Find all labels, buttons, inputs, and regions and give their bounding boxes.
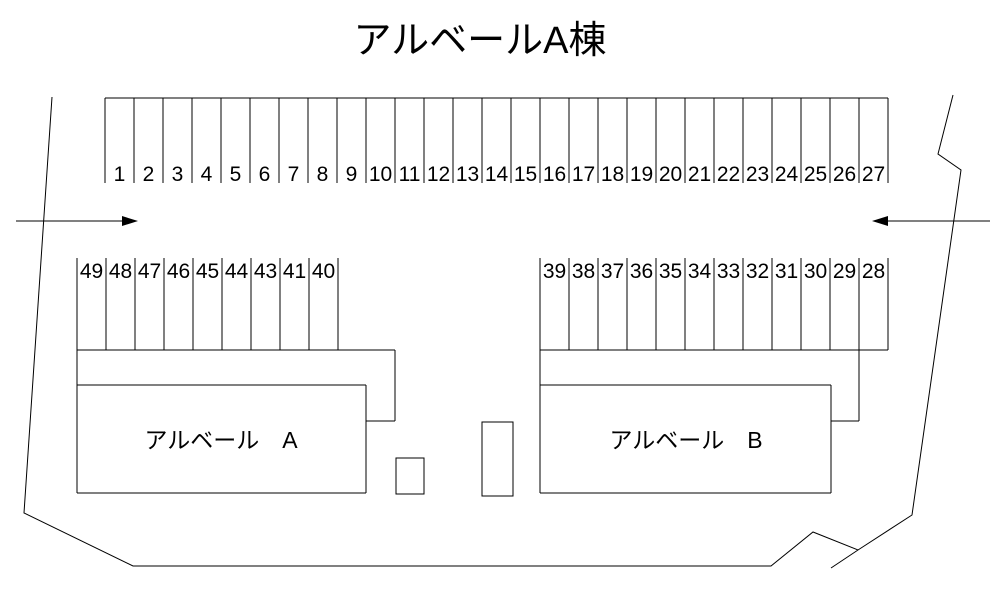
parking-stall-number: 21 — [688, 163, 711, 186]
parking-stall-number: 39 — [543, 260, 566, 283]
parking-stall-number: 5 — [230, 163, 242, 186]
parking-stall-number: 24 — [775, 163, 799, 186]
parking-stall-number: 46 — [167, 260, 190, 283]
building-a-outline: アルベール A — [76, 349, 396, 494]
left-pointing-arrow-icon — [872, 216, 888, 226]
parking-stall-number: 1 — [114, 163, 126, 186]
site-boundary-tail — [830, 549, 859, 569]
parking-stall-number: 4 — [201, 163, 213, 186]
parking-stall-number: 8 — [317, 163, 329, 186]
building-a-label: アルベール A — [144, 427, 298, 453]
parking-stall-number: 17 — [572, 163, 595, 186]
parking-stall-number: 49 — [80, 260, 103, 283]
right-entry-arrow — [872, 216, 990, 226]
parking-stall-number: 12 — [427, 163, 450, 186]
small-structure-rect — [481, 421, 514, 497]
parking-stall-number: 34 — [688, 260, 712, 283]
parking-stall-number: 40 — [312, 260, 335, 283]
parking-stall-number: 28 — [862, 260, 885, 283]
parking-stall-number: 25 — [804, 163, 827, 186]
parking-stall-number: 9 — [346, 163, 358, 186]
site-boundary — [23, 94, 962, 567]
right-pointing-arrow-icon — [122, 216, 138, 226]
parking-stall-number: 38 — [572, 260, 595, 283]
parking-stall-number: 31 — [775, 260, 798, 283]
parking-stall-number: 7 — [288, 163, 300, 186]
parking-stall-number: 47 — [138, 260, 161, 283]
building-b-outline: アルベール B — [539, 349, 888, 494]
parking-stall-number: 18 — [601, 163, 624, 186]
parking-stall-number: 36 — [630, 260, 653, 283]
parking-stall-number: 43 — [254, 260, 277, 283]
parking-stall-number: 26 — [833, 163, 856, 186]
building-b-label: アルベール B — [609, 427, 762, 453]
parking-stall-number: 14 — [485, 163, 509, 186]
parking-stall-number: 23 — [746, 163, 769, 186]
parking-stall-number: 30 — [804, 260, 827, 283]
parking-stall-number: 33 — [717, 260, 740, 283]
parking-stall-number: 35 — [659, 260, 682, 283]
parking-stall-number: 10 — [369, 163, 392, 186]
parking-stall-number: 44 — [225, 260, 249, 283]
parking-stall-number: 37 — [601, 260, 624, 283]
parking-stall-number: 2 — [143, 163, 155, 186]
parking-stall-number: 13 — [456, 163, 479, 186]
parking-stall-number: 11 — [399, 163, 421, 186]
parking-stall-number: 27 — [862, 163, 885, 186]
parking-stall-number: 16 — [543, 163, 566, 186]
left-entry-arrow — [16, 216, 138, 226]
parking-stall-number: 20 — [659, 163, 682, 186]
page-title: アルベールA棟 — [354, 20, 607, 62]
parking-stall-number: 48 — [109, 260, 132, 283]
parking-stall-number: 29 — [833, 260, 856, 283]
parking-stall-number: 45 — [196, 260, 219, 283]
parking-stall-number: 22 — [717, 163, 740, 186]
parking-stall-number: 19 — [630, 163, 653, 186]
parking-stall-number: 6 — [259, 163, 271, 186]
parking-stall-number: 3 — [172, 163, 184, 186]
parking-stall-number: 41 — [283, 260, 306, 283]
parking-stall-number: 15 — [514, 163, 537, 186]
parking-stall-number: 32 — [746, 260, 769, 283]
small-structure-square — [395, 457, 425, 495]
